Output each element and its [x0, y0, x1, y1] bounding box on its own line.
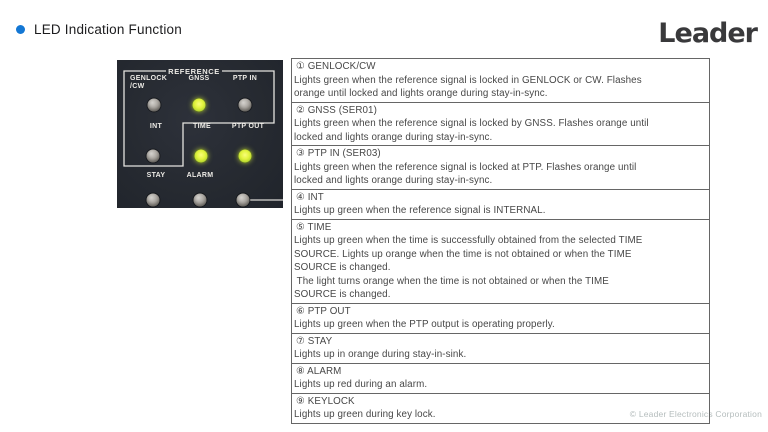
cw-label: /CW — [130, 83, 145, 90]
row-text-line: orange until locked and lights orange du… — [294, 88, 548, 99]
time-label: TIME — [193, 123, 211, 130]
stay-led-icon — [146, 193, 160, 207]
alarm-label: ALARM — [186, 172, 214, 179]
gnss-led-icon — [192, 98, 206, 112]
ptp-in-label: PTP IN — [232, 75, 258, 82]
bullet-icon — [16, 24, 25, 34]
row-text-line: SOURCE. Lights up orange when the time i… — [294, 248, 632, 260]
gnss-label: GNSS — [188, 75, 210, 82]
table-row: ⑨ KEYLOCK Lights up green during key loc… — [292, 392, 709, 423]
row-text-line: Lights up green when the time is success… — [294, 235, 643, 246]
row-text-line: Lights green when the reference signal i… — [294, 161, 637, 173]
genlock-label: GENLOCK — [130, 75, 168, 82]
table-row: ⑦ STAY Lights up in orange during stay-i… — [292, 332, 709, 363]
row-text-line: locked and lights orange during stay-in-… — [294, 131, 493, 143]
row-text-line: Lights up green when the reference signa… — [294, 205, 546, 216]
row-heading: ⑨ KEYLOCK — [296, 395, 355, 407]
led-function-table: ① GENLOCK/CW Lights green when the refer… — [291, 58, 710, 424]
ptp-in-led-icon — [238, 98, 252, 112]
time-led-icon — [194, 149, 208, 163]
row-text-line: SOURCE is changed. — [294, 289, 391, 300]
int-label: INT — [149, 123, 163, 130]
row-heading: ⑥ PTP OUT — [296, 305, 351, 317]
row-text-line: SOURCE is changed. — [294, 262, 391, 273]
table-row: ② GNSS (SER01) Lights green when the ref… — [292, 101, 709, 146]
table-row: ⑧ ALARM Lights up red during an alarm. — [292, 362, 709, 393]
row-text-line: Lights green when the reference signal i… — [294, 118, 649, 129]
reference-group-outline — [123, 70, 283, 201]
alarm-led-icon — [193, 193, 207, 207]
row-text-line: Lights up in orange during stay-in-sink. — [294, 349, 467, 360]
ptp-out-label: PTP OUT — [231, 123, 265, 130]
device-panel-image: REFERENCE GENLOCK /CW GNSS PTP IN INT TI… — [117, 60, 283, 208]
table-row: ⑤ TIME Lights up green when the time is … — [292, 218, 709, 303]
int-led-icon — [146, 149, 160, 163]
row-heading: ③ PTP IN (SER03) — [296, 148, 381, 159]
page-title: LED Indication Function — [34, 21, 182, 37]
reference-group-label: REFERENCE — [168, 67, 220, 76]
row-heading: ⑤ TIME — [296, 221, 332, 233]
stay-label: STAY — [146, 172, 166, 179]
row-text-line: Lights up red during an alarm. — [294, 379, 428, 390]
row-heading: ④ INT — [296, 191, 324, 203]
table-row: ③ PTP IN (SER03) Lights green when the r… — [292, 145, 709, 189]
table-row: ① GENLOCK/CW Lights green when the refer… — [292, 59, 709, 102]
ptp-out-led-icon — [238, 149, 252, 163]
genlock-cw-led-icon — [147, 98, 161, 112]
keylock-led-icon — [236, 193, 250, 207]
row-heading: ① GENLOCK/CW — [296, 61, 376, 72]
leader-logo: Leader — [658, 18, 758, 49]
row-text-line: The light turns orange when the time is … — [294, 275, 609, 287]
row-heading: ⑦ STAY — [296, 335, 333, 347]
row-text-line: locked and lights orange during stay-in-… — [294, 175, 493, 186]
row-heading: ② GNSS (SER01) — [296, 104, 377, 116]
row-text-line: Lights green when the reference signal i… — [294, 74, 642, 86]
copyright-notice: © Leader Electronics Corporation — [629, 409, 762, 419]
row-text-line: Lights up green when the PTP output is o… — [294, 319, 555, 330]
page-header: LED Indication Function — [16, 19, 182, 39]
row-text-line: Lights up green during key lock. — [294, 409, 436, 420]
table-row: ④ INT Lights up green when the reference… — [292, 188, 709, 219]
table-row: ⑥ PTP OUT Lights up green when the PTP o… — [292, 302, 709, 333]
row-heading: ⑧ ALARM — [296, 365, 342, 377]
